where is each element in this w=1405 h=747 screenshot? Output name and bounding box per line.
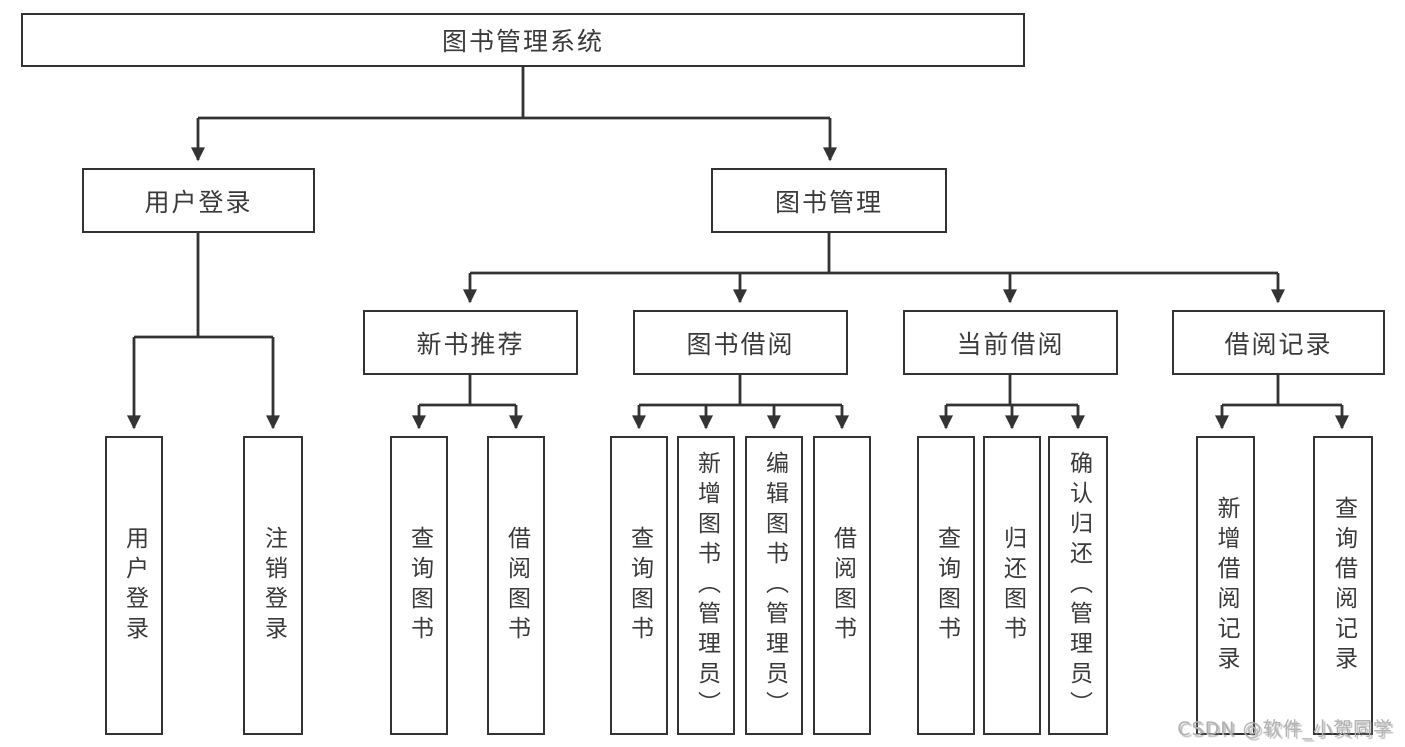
leaf-cb-return-books: 归还图书: [983, 436, 1041, 735]
node-new-book-recommend: 新书推荐: [363, 310, 578, 375]
connector-book-borrow-children: [632, 375, 849, 430]
leaf-bb-add-books-admin: 新增图书（管理员）: [677, 436, 735, 735]
leaf-nbr-query-books: 查询图书: [390, 436, 448, 735]
connector-root-to-level2: [191, 67, 837, 162]
leaf-bb-edit-books-admin: 编辑图书（管理员）: [745, 436, 803, 735]
connector-user-login-children: [127, 233, 280, 430]
connector-book-mgmt-children: [463, 233, 1285, 304]
connector-new-book-rec-children: [412, 375, 523, 430]
node-current-borrow: 当前借阅: [903, 310, 1118, 375]
node-book-borrow: 图书借阅: [633, 310, 848, 375]
leaf-logout: 注销登录: [243, 436, 303, 735]
leaf-cb-confirm-return-admin: 确认归还（管理员）: [1048, 436, 1108, 735]
leaf-br-add-record: 新增借阅记录: [1196, 436, 1255, 735]
leaf-nbr-borrow-books: 借阅图书: [487, 436, 545, 735]
leaf-bb-borrow-books: 借阅图书: [813, 436, 871, 735]
node-user-login: 用户登录: [82, 168, 315, 233]
connector-borrow-record-children: [1215, 375, 1349, 430]
leaf-cb-query-books: 查询图书: [917, 436, 975, 735]
node-book-management: 图书管理: [711, 168, 947, 233]
node-borrow-record: 借阅记录: [1172, 310, 1385, 375]
csdn-watermark: CSDN @软件_小贺同学: [1177, 718, 1393, 740]
leaf-bb-query-books: 查询图书: [610, 436, 668, 735]
leaf-user-login: 用户登录: [105, 436, 163, 735]
connector-current-borrow-children: [939, 375, 1085, 430]
node-root: 图书管理系统: [21, 13, 1025, 67]
leaf-br-query-record: 查询借阅记录: [1313, 436, 1373, 735]
